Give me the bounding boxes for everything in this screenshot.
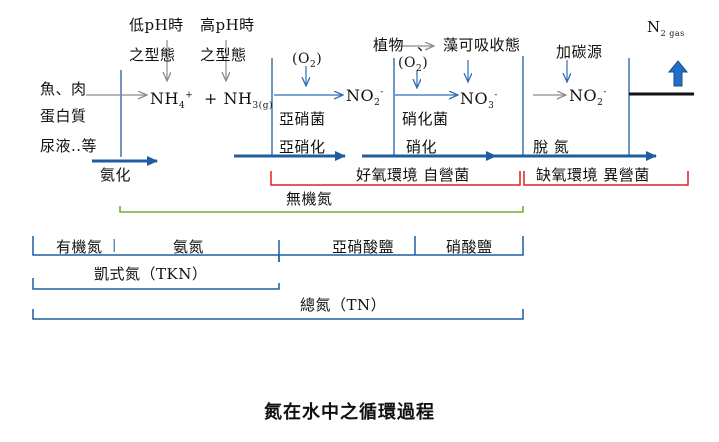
plants-separator: 、 bbox=[417, 36, 433, 54]
bracket-inorganic bbox=[119, 206, 524, 213]
low-ph-label-2: 之型態 bbox=[129, 46, 176, 64]
plants-label-1: 植物 bbox=[373, 36, 405, 54]
group-nitrate: 硝酸鹽 bbox=[446, 238, 493, 256]
species-no3-nitrate: NO3- bbox=[460, 89, 498, 112]
species-nh4: NH4+ bbox=[150, 89, 194, 112]
bracket-anoxic bbox=[523, 171, 689, 186]
source-line-3: 尿液..等 bbox=[40, 137, 98, 155]
group-nitrite: 亞硝酸鹽 bbox=[332, 238, 395, 256]
species-n2-gas: N2 gas bbox=[647, 18, 685, 38]
group-tkn: 凱式氮（TKN） bbox=[94, 265, 208, 283]
low-ph-label-1: 低pH時 bbox=[129, 16, 184, 34]
oxygen-label-b: (O2) bbox=[398, 55, 429, 74]
n2-up-arrow bbox=[667, 60, 689, 87]
group-inorganic: 無機氮 bbox=[286, 190, 333, 208]
group-tn: 總氮（TN） bbox=[300, 296, 387, 314]
source-line-2: 蛋白質 bbox=[40, 107, 87, 125]
condition-anoxic: 缺氧環境 異營菌 bbox=[536, 166, 650, 184]
group-organic: 有機氮 bbox=[56, 238, 103, 256]
oxygen-label-a: (O2) bbox=[292, 51, 323, 70]
bracket-tkn bbox=[32, 278, 280, 290]
process-denitrification: 脫 氮 bbox=[533, 138, 570, 156]
high-ph-label-2: 之型態 bbox=[200, 46, 247, 64]
high-ph-label-1: 高pH時 bbox=[200, 16, 255, 34]
condition-aerobic: 好氧環境 自營菌 bbox=[356, 166, 470, 184]
plants-label-2: 藻可吸收態 bbox=[443, 36, 521, 54]
group-ammonia: 氨氮 bbox=[173, 238, 205, 256]
carbon-source-label: 加碳源 bbox=[556, 43, 603, 61]
group-organic-divider: | bbox=[112, 238, 117, 253]
species-nh3: + NH3(g) bbox=[204, 89, 273, 112]
species-no2-nitrite: NO2- bbox=[346, 86, 384, 109]
bracket-tn bbox=[32, 309, 524, 320]
bracket-groups-right bbox=[279, 236, 524, 256]
nitrosomonas-label: 亞硝菌 bbox=[279, 110, 326, 128]
species-no2-denitrification: NO2- bbox=[569, 86, 607, 109]
source-line-1: 魚、肉 bbox=[40, 80, 87, 98]
nitrobacter-label: 硝化菌 bbox=[402, 110, 449, 128]
process-nitratation: 硝化 bbox=[406, 138, 438, 156]
figure-caption: 氮在水中之循環過程 bbox=[264, 402, 435, 423]
process-ammonification: 氨化 bbox=[100, 166, 132, 184]
bracket-aerobic bbox=[270, 171, 521, 186]
process-nitritation: 亞硝化 bbox=[279, 138, 326, 156]
